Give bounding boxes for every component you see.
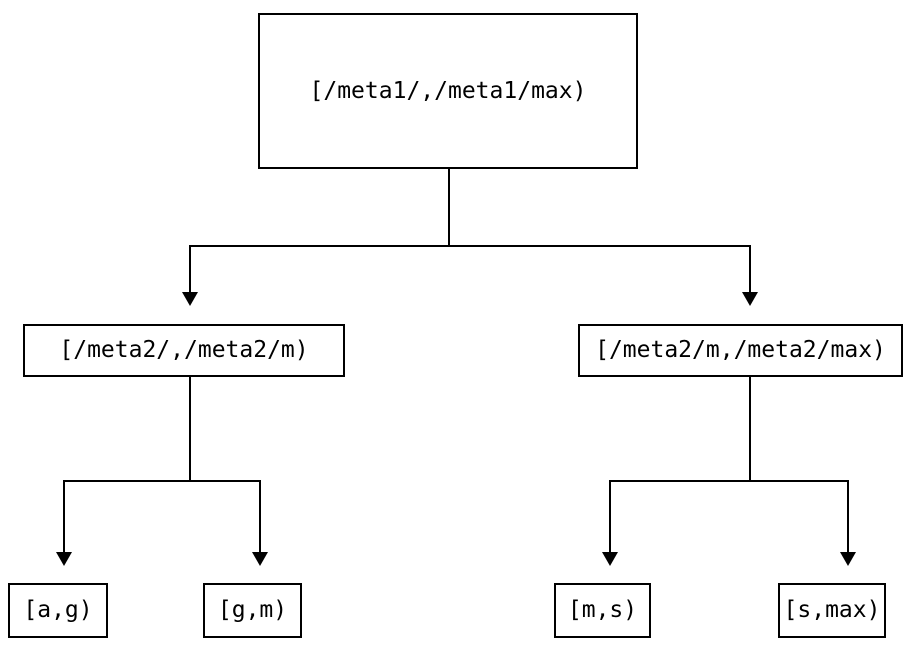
- edge-left-bar: [63, 480, 261, 482]
- tree-node-root: [/meta1/,/meta1/max): [258, 13, 638, 169]
- edge-right-leafms-drop: [609, 480, 611, 553]
- edge-left-stem: [189, 377, 191, 481]
- tree-leaf-ag: [a,g): [8, 583, 108, 638]
- tree-leaf-ms: [m,s): [554, 583, 651, 638]
- tree-leaf-gm: [g,m): [203, 583, 302, 638]
- arrowhead-to-leaf-smax: [840, 552, 856, 566]
- edge-right-leafsmax-drop: [847, 480, 849, 553]
- tree-node-left: [/meta2/,/meta2/m): [23, 324, 345, 377]
- edge-root-stem: [448, 169, 450, 247]
- tree-node-left-label: [/meta2/,/meta2/m): [59, 337, 309, 363]
- arrowhead-to-leaf-gm: [252, 552, 268, 566]
- edge-right-stem: [749, 377, 751, 481]
- edge-root-left-drop: [189, 245, 191, 294]
- tree-leaf-smax-label: [s,max): [783, 597, 881, 623]
- arrowhead-to-leaf-ag: [56, 552, 72, 566]
- arrowhead-to-leaf-ms: [602, 552, 618, 566]
- tree-node-right-label: [/meta2/m,/meta2/max): [595, 337, 886, 363]
- arrowhead-to-left-node: [182, 292, 198, 306]
- edge-right-bar: [609, 480, 849, 482]
- tree-leaf-ms-label: [m,s): [567, 597, 638, 623]
- edge-root-right-drop: [749, 245, 751, 294]
- tree-leaf-ag-label: [a,g): [23, 597, 93, 623]
- edge-left-leafgm-drop: [259, 480, 261, 553]
- tree-leaf-gm-label: [g,m): [217, 597, 288, 623]
- arrowhead-to-right-node: [742, 292, 758, 306]
- tree-leaf-smax: [s,max): [778, 583, 886, 638]
- edge-left-leafag-drop: [63, 480, 65, 553]
- edge-root-bar: [189, 245, 751, 247]
- tree-node-right: [/meta2/m,/meta2/max): [578, 324, 903, 377]
- tree-node-root-label: [/meta1/,/meta1/max): [309, 77, 587, 104]
